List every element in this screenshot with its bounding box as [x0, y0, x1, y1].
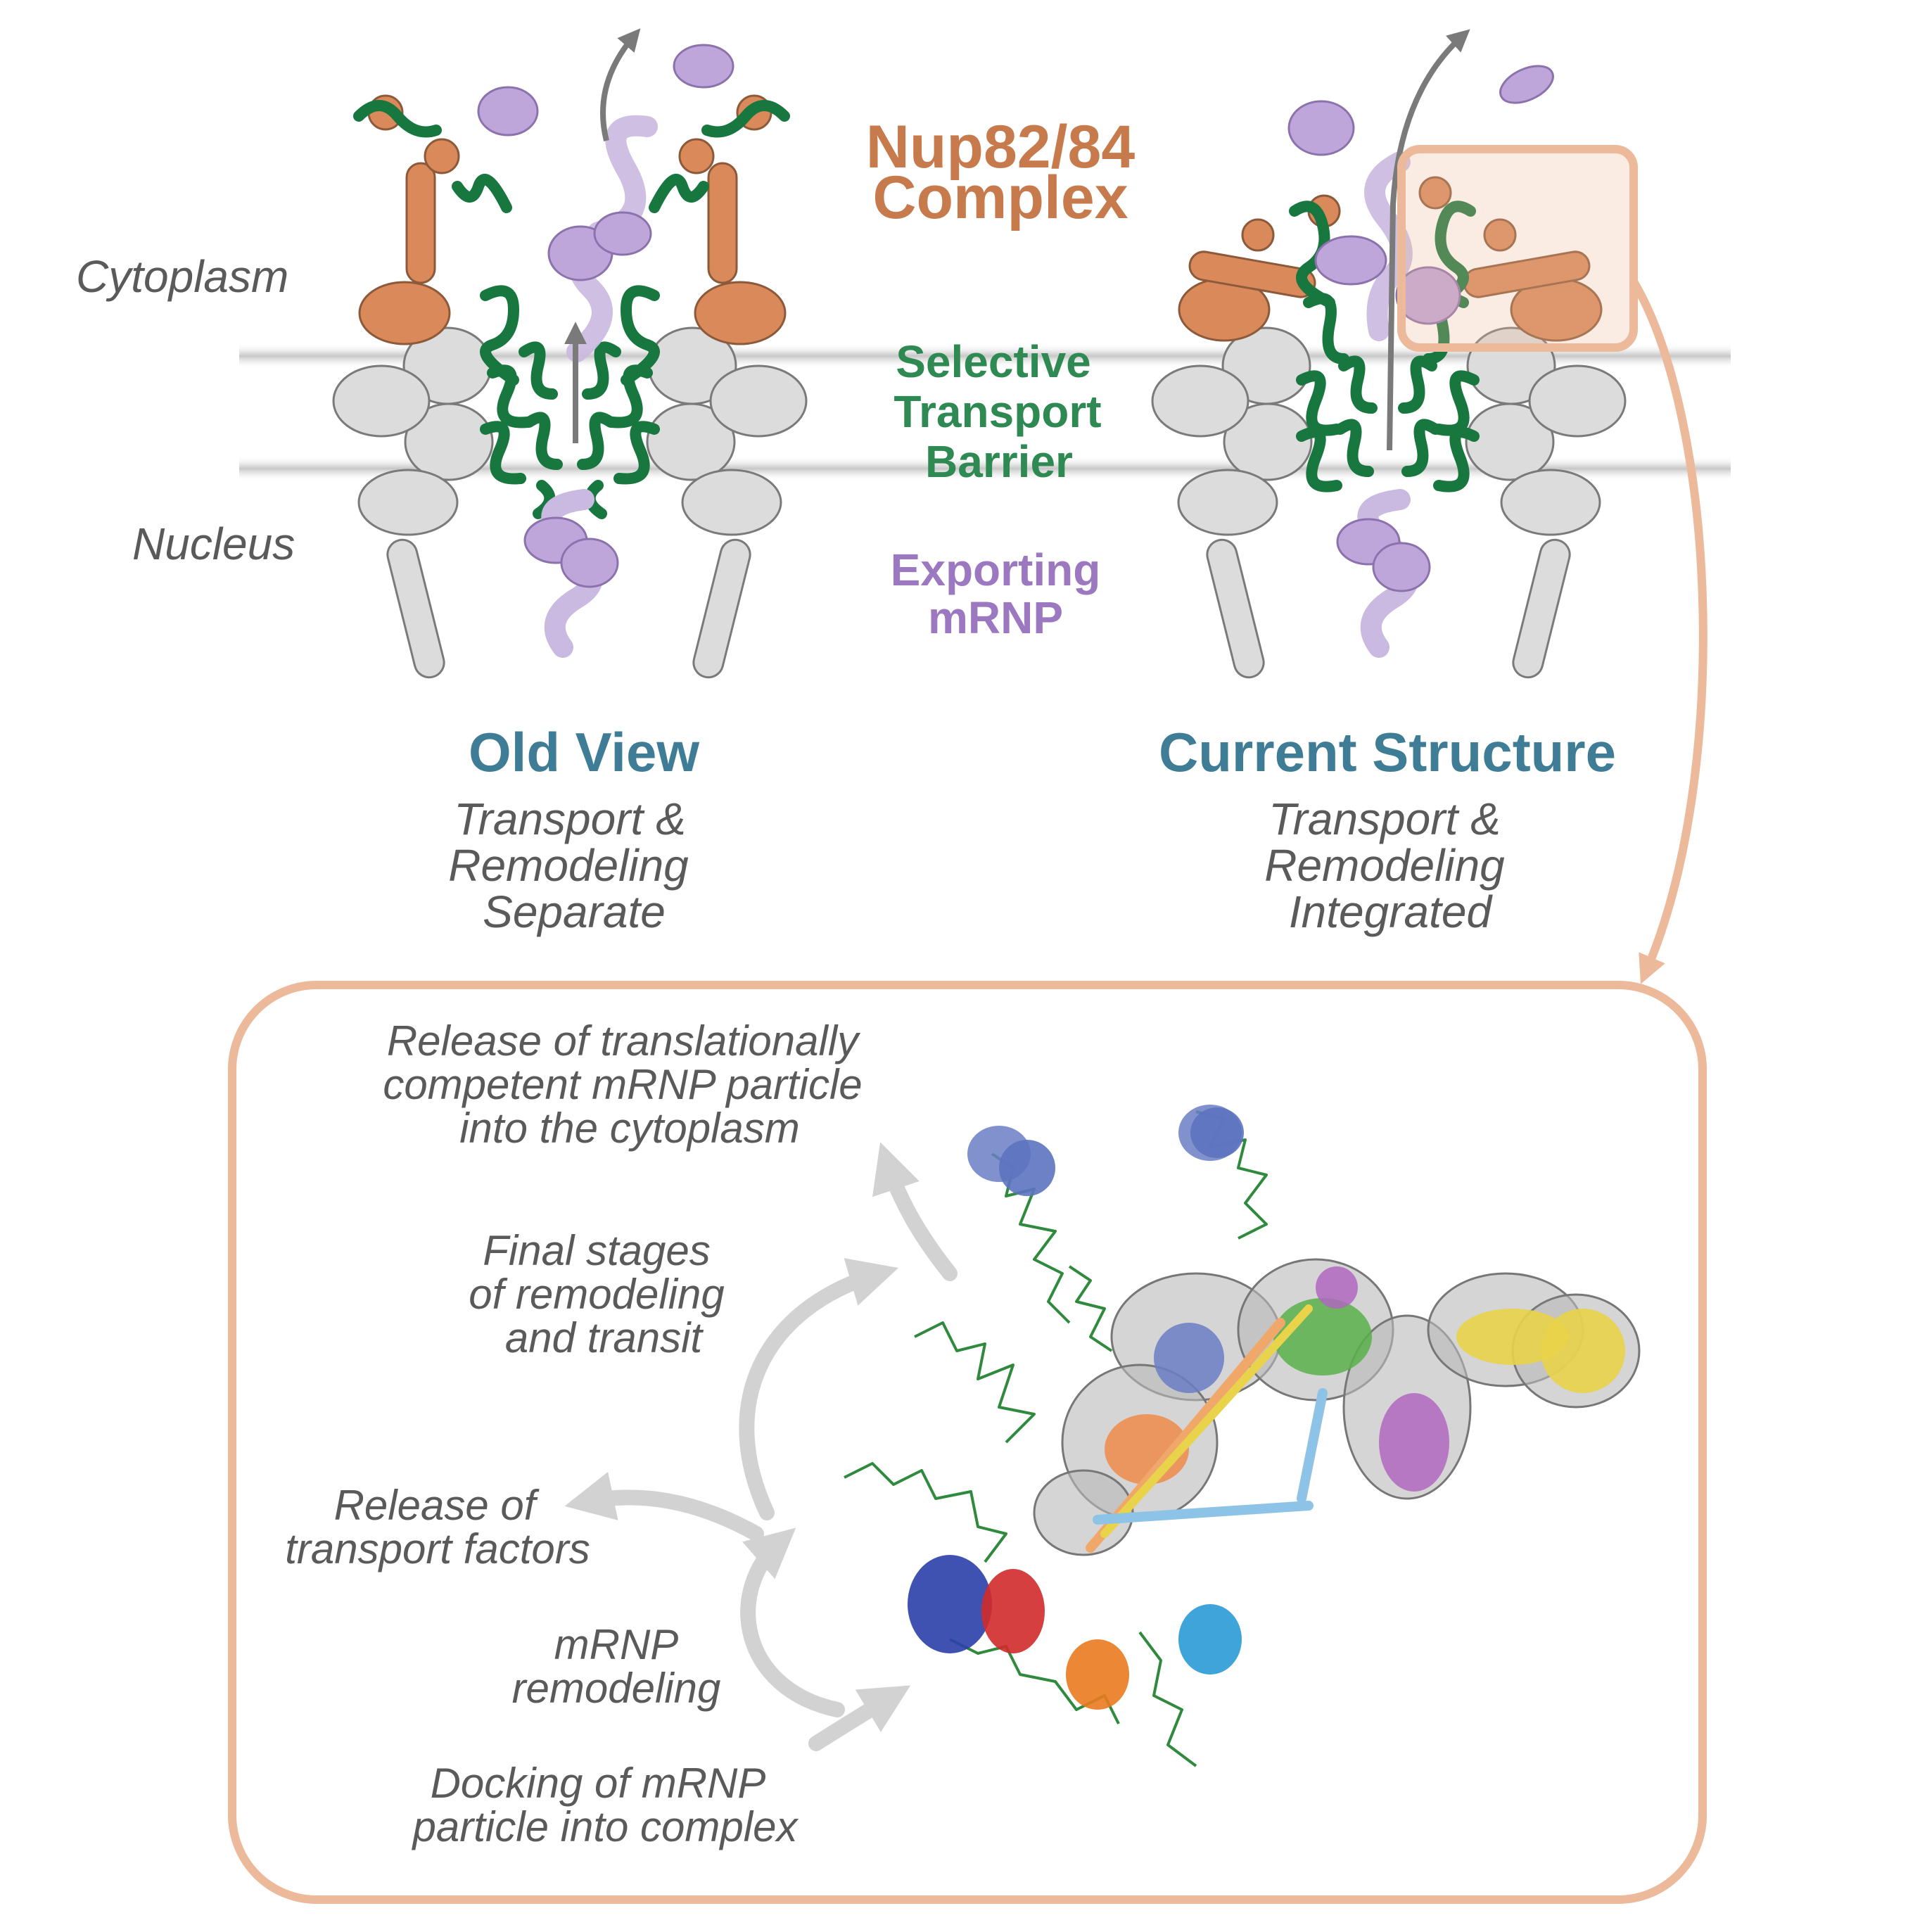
final-stages-line3: and transit [505, 1314, 704, 1361]
remodeling-line1: mRNP [554, 1621, 679, 1668]
basket-rods [386, 538, 751, 679]
scaffold-left [1151, 326, 1313, 536]
current-structure-line1: Transport & [1268, 794, 1501, 844]
scaffold-left [332, 326, 494, 536]
transport-arrow-old [564, 28, 641, 443]
old-view-line3: Separate [483, 886, 666, 937]
zoom-connector-arrow [1629, 279, 1707, 984]
legend-barrier-line1: Selective [896, 336, 1091, 387]
release-mrnp-line3: into the cytoplasm [459, 1105, 800, 1152]
old-view-line1: Transport & [454, 794, 686, 844]
transport-arrow-current [1387, 29, 1470, 451]
legend-mrnp-line1: Exporting [891, 545, 1101, 595]
release-factors-line2: transport factors [285, 1525, 590, 1572]
remodeling-line2: remodeling [512, 1665, 721, 1712]
legend: Nup82/84 Complex Selective Transport Bar… [866, 113, 1136, 643]
legend-barrier-line2: Transport [893, 386, 1101, 437]
docking-line1: Docking of mRNP [431, 1760, 766, 1807]
inset-frame [228, 981, 1707, 1904]
release-factors-line1: Release of [334, 1482, 540, 1529]
step-final-stages: Final stages of remodeling and transit [469, 1227, 725, 1361]
final-stages-line1: Final stages [483, 1227, 711, 1274]
nucleus-label: Nucleus [132, 519, 295, 569]
legend-mrnp-line2: mRNP [928, 592, 1063, 643]
step-remodeling: mRNP remodeling [512, 1621, 721, 1712]
protein-structure-model-icon [844, 1105, 1641, 1767]
release-mrnp-line1: Release of translationally [387, 1017, 861, 1064]
old-view-line2: Remodeling [448, 840, 689, 891]
old-view-title: Old View [469, 721, 699, 783]
docking-line2: particle into complex [412, 1803, 799, 1850]
nup82-complex-current [1178, 176, 1603, 342]
legend-nup-line1: Nup82/84 [866, 113, 1136, 181]
current-structure-title: Current Structure [1159, 721, 1616, 783]
old-view-pore [332, 28, 808, 679]
step-docking: Docking of mRNP particle into complex [412, 1760, 799, 1850]
release-mrnp-line2: competent mRNP particle [383, 1061, 862, 1108]
step-release-mrnp: Release of translationally competent mRN… [383, 1017, 862, 1152]
current-structure-caption: Current Structure Transport & Remodeling… [1159, 721, 1616, 937]
current-structure-pore [1151, 29, 1638, 679]
current-structure-line3: Integrated [1289, 886, 1494, 937]
old-view-caption: Old View Transport & Remodeling Separate [448, 721, 699, 937]
zoom-highlight-box [1397, 145, 1638, 352]
fg-repeats-old [353, 100, 790, 519]
cytoplasm-label: Cytoplasm [76, 251, 288, 302]
legend-barrier-line3: Barrier [925, 436, 1073, 487]
final-stages-line2: of remodeling [469, 1271, 725, 1318]
step-release-factors: Release of transport factors [285, 1482, 590, 1572]
cycle-arrows [564, 1142, 958, 1751]
scaffold-right [646, 326, 808, 536]
basket-rods [1206, 538, 1571, 679]
mrnp-old [477, 44, 734, 658]
current-structure-line2: Remodeling [1264, 840, 1505, 891]
legend-nup-line2: Complex [872, 164, 1128, 231]
